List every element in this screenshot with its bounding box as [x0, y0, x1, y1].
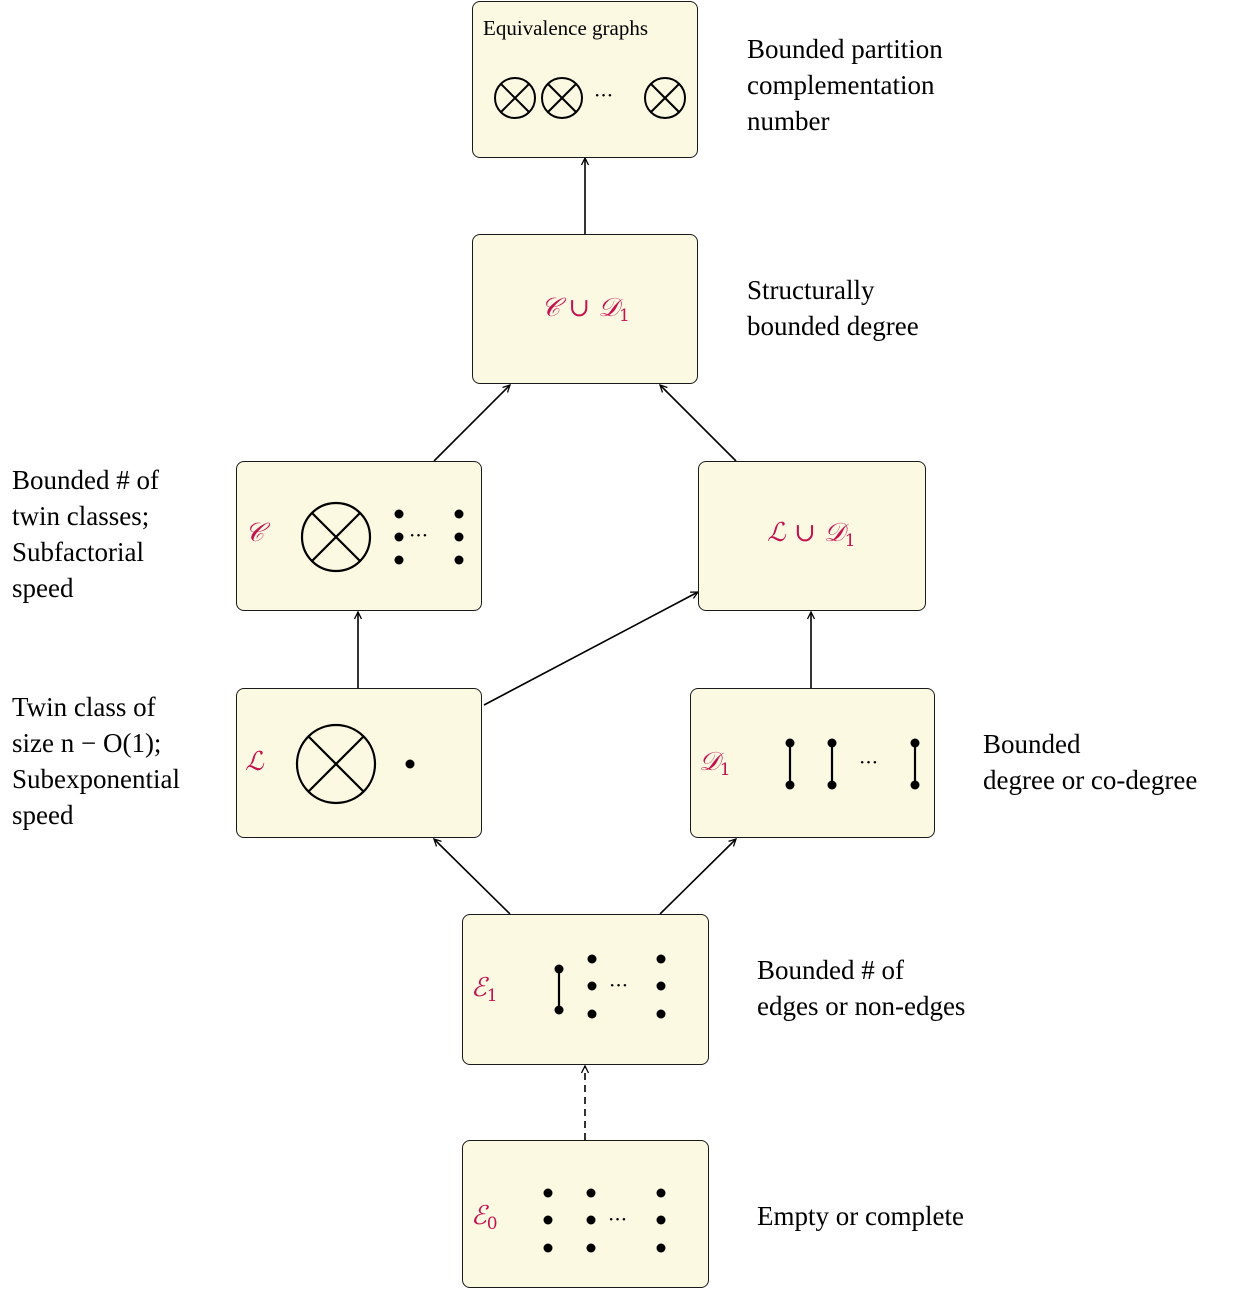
ellipsis-text: ··· [609, 973, 628, 997]
node-d1: 𝒟1 ··· [690, 688, 935, 838]
desc-c-union-d1: Structurally bounded degree [747, 275, 919, 341]
clique-icon [300, 501, 372, 573]
node-e0-label: ℰ0 [471, 1201, 498, 1234]
desc-e0: Empty or complete [757, 1201, 964, 1231]
edge-l-to-l-union-d1 [483, 591, 700, 706]
node-d1-figure: ··· [785, 738, 920, 790]
equivalence-graphs-figure: ··· [494, 77, 686, 119]
node-e1-label: ℰ1 [471, 973, 498, 1006]
edge-l-union-d1-to-c-union-d1 [658, 383, 737, 462]
desc-e1: Bounded # of edges or non-edges [757, 955, 966, 1021]
clique-icon [644, 77, 686, 119]
node-c-label: 𝒞 [245, 518, 264, 548]
node-l-union-d1: ℒ ∪ 𝒟1 [698, 461, 926, 611]
vertex-dots [543, 1188, 666, 1253]
node-e0: ℰ0 ··· [462, 1140, 709, 1288]
node-e0-figure: ··· [543, 1188, 666, 1253]
node-c-figure: ··· [300, 501, 464, 573]
desc-equivalence-graphs: Bounded partition complementation number [747, 34, 943, 136]
node-e1: ℰ1 ··· [462, 914, 709, 1065]
desc-d1: Bounded degree or co-degree [983, 729, 1198, 795]
ellipsis-text: ··· [608, 1207, 627, 1231]
edge-c-to-c-union-d1 [433, 383, 512, 462]
clique-icon [295, 723, 377, 805]
clique-icon [541, 77, 583, 119]
node-c: 𝒞 ··· [236, 461, 482, 611]
edge-e1-to-l [432, 837, 511, 915]
desc-l: Twin class of size n − O(1); Subexponent… [12, 692, 180, 830]
node-l-label: ℒ [245, 747, 264, 777]
vertex-dot [405, 759, 415, 769]
node-l-figure [295, 723, 415, 805]
node-equivalence-graphs-title: Equivalence graphs [483, 16, 649, 40]
desc-c: Bounded # of twin classes; Subfactorial … [12, 465, 159, 603]
node-equivalence-graphs: Equivalence graphs ··· [472, 1, 698, 158]
node-c-union-d1-label: 𝒞 ∪ 𝒟1 [541, 293, 630, 326]
vertex-dots [394, 509, 464, 565]
ellipsis-text: ··· [859, 750, 878, 774]
vertex-dots [785, 738, 920, 790]
vertex-dots [554, 954, 666, 1019]
ellipsis-text: ··· [409, 523, 428, 547]
node-e1-figure: ··· [554, 954, 666, 1019]
node-d1-label: 𝒟1 [699, 747, 731, 780]
node-l-union-d1-label: ℒ ∪ 𝒟1 [767, 518, 856, 551]
clique-icon [494, 77, 536, 119]
edge-e1-to-d1 [659, 837, 738, 915]
node-c-union-d1: 𝒞 ∪ 𝒟1 [472, 234, 698, 384]
ellipsis-text: ··· [594, 83, 613, 107]
node-l: ℒ [236, 688, 482, 838]
